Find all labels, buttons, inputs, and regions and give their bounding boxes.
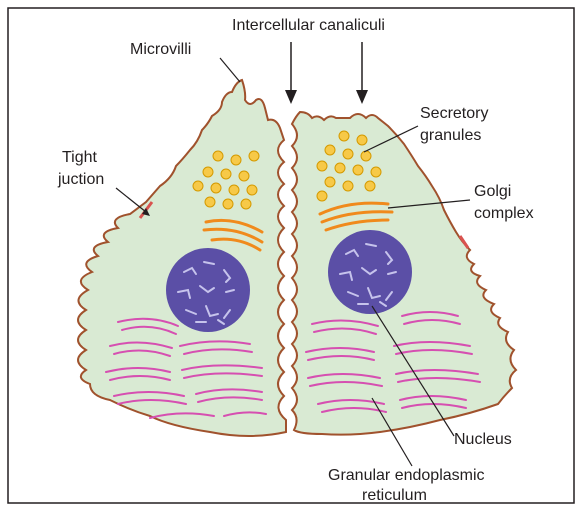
label-ger-line1: Granular endoplasmic xyxy=(328,467,485,484)
label-microvilli: Microvilli xyxy=(130,41,191,58)
nucleus-right xyxy=(328,230,412,314)
label-intercellular-canaliculi: Intercellular canaliculi xyxy=(232,17,385,34)
label-nucleus: Nucleus xyxy=(454,431,512,448)
label-tight-junction-line2: juction xyxy=(57,171,104,188)
label-golgi-line1: Golgi xyxy=(474,183,511,200)
label-tight-junction-line1: Tight xyxy=(62,149,98,166)
label-ger-line2: reticulum xyxy=(362,487,427,504)
label-golgi-line2: complex xyxy=(474,205,534,222)
nucleus-left xyxy=(166,248,250,332)
label-secretory-line2: granules xyxy=(420,127,481,144)
label-secretory-line1: Secretory xyxy=(420,105,488,122)
